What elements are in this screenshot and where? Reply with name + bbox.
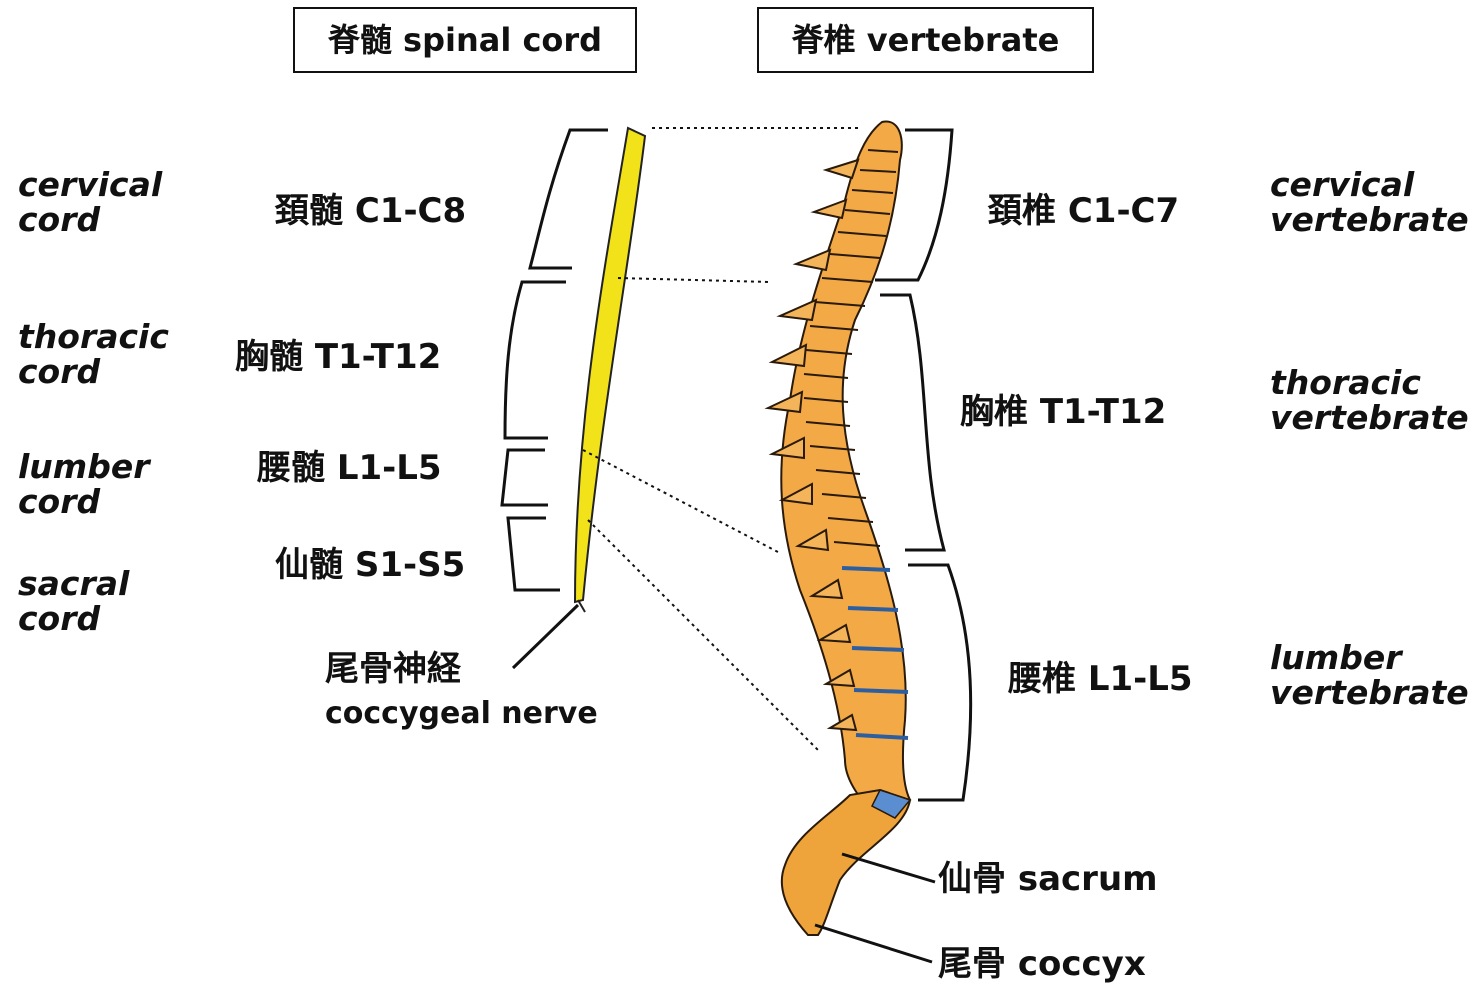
coccyx-label: 尾骨 coccyx bbox=[938, 947, 1146, 983]
label-line: cord bbox=[18, 203, 162, 238]
sacral-cord-jp-label: 仙髄 S1-S5 bbox=[275, 548, 465, 584]
label-line: thoracic bbox=[18, 320, 169, 355]
coccygeal-nerve-en-label: coccygeal nerve bbox=[325, 698, 598, 730]
bracket-cervical-cord bbox=[530, 130, 608, 268]
label-line: cervical bbox=[18, 168, 162, 203]
label-line: sacral bbox=[18, 567, 129, 602]
label-line: vertebrate bbox=[1270, 401, 1469, 436]
vertebral-column bbox=[768, 122, 910, 935]
label-line: cord bbox=[18, 602, 129, 637]
bracket-lumbar-vertebrae bbox=[908, 565, 971, 800]
cervical-cord-jp-label: 頚髄 C1-C8 bbox=[275, 194, 466, 230]
label-line: vertebrate bbox=[1270, 203, 1469, 238]
lumbar-vertebrae-en-label: lumber vertebrate bbox=[1270, 641, 1469, 710]
bracket-thoracic-cord bbox=[505, 282, 566, 438]
cervical-cord-en-label: cervical cord bbox=[18, 168, 162, 237]
spinal-cord bbox=[575, 128, 645, 612]
sacral-cord-en-label: sacral cord bbox=[18, 567, 129, 636]
cervical-vertebrae-jp-label: 頚椎 C1-C7 bbox=[988, 194, 1179, 230]
label-line: lumber bbox=[1270, 641, 1469, 676]
cervical-vertebrae-en-label: cervical vertebrate bbox=[1270, 168, 1469, 237]
spinal-cord-header: 脊髄 spinal cord bbox=[293, 7, 637, 73]
thoracic-cord-en-label: thoracic cord bbox=[18, 320, 169, 389]
label-line: lumber bbox=[18, 450, 149, 485]
lumbar-vertebrae-jp-label: 腰椎 L1-L5 bbox=[1008, 662, 1193, 698]
bracket-thoracic-vertebrae bbox=[880, 295, 944, 550]
sacrum-label: 仙骨 sacrum bbox=[938, 862, 1158, 898]
label-line: cervical bbox=[1270, 168, 1469, 203]
label-line: cord bbox=[18, 485, 149, 520]
lumbar-cord-en-label: lumber cord bbox=[18, 450, 149, 519]
bracket-sacral-cord bbox=[508, 518, 560, 590]
lumbar-cord-jp-label: 腰髄 L1-L5 bbox=[257, 451, 442, 487]
bracket-lumbar-cord bbox=[502, 450, 548, 505]
label-line: vertebrate bbox=[1270, 676, 1469, 711]
coccygeal-nerve-jp-label: 尾骨神経 bbox=[325, 652, 461, 688]
thoracic-vertebrae-en-label: thoracic vertebrate bbox=[1270, 366, 1469, 435]
thoracic-vertebrae-jp-label: 胸椎 T1-T12 bbox=[960, 395, 1166, 431]
vertebrate-header: 脊椎 vertebrate bbox=[757, 7, 1094, 73]
label-line: thoracic bbox=[1270, 366, 1469, 401]
label-line: cord bbox=[18, 355, 169, 390]
thoracic-cord-jp-label: 胸髄 T1-T12 bbox=[235, 340, 441, 376]
